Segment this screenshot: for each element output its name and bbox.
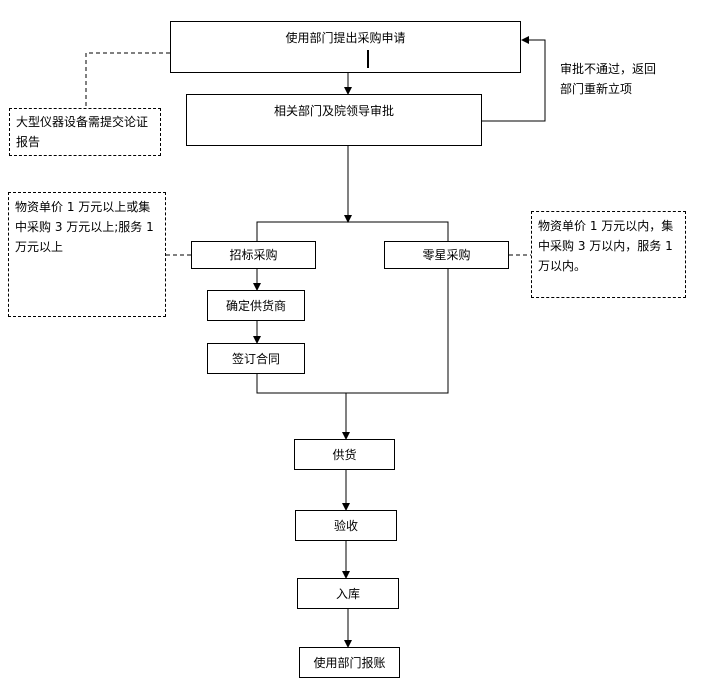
step-supplier: 确定供货商 bbox=[207, 290, 305, 321]
note-reject: 审批不通过，返回部门重新立项 bbox=[560, 59, 660, 99]
demonstration-dash bbox=[85, 52, 170, 108]
note-tender-condition: 物资单价 1 万元以上或集中采购 3 万元以上;服务 1 万元以上 bbox=[8, 192, 166, 317]
step-retail-label: 零星采购 bbox=[422, 248, 471, 262]
note-retail-condition-text: 物资单价 1 万元以内，集中采购 3 万以内，服务 1 万以内。 bbox=[538, 219, 674, 273]
note-reject-text: 审批不通过，返回部门重新立项 bbox=[560, 62, 657, 96]
step-supply: 供货 bbox=[294, 439, 395, 470]
branch-line bbox=[256, 221, 449, 241]
step-retail: 零星采购 bbox=[384, 241, 509, 269]
note-demonstration-text: 大型仪器设备需提交论证报告 bbox=[16, 115, 149, 149]
step-supplier-label: 确定供货商 bbox=[225, 298, 286, 313]
note-retail-condition: 物资单价 1 万元以内，集中采购 3 万以内，服务 1 万以内。 bbox=[531, 211, 686, 298]
step-apply: 使用部门提出采购申请 bbox=[170, 21, 521, 73]
step-apply-label: 使用部门提出采购申请 bbox=[285, 31, 406, 45]
step-reimburse-label: 使用部门报账 bbox=[313, 655, 386, 670]
reject-loop-line bbox=[482, 36, 546, 122]
step-store: 入库 bbox=[297, 578, 399, 609]
text-cursor bbox=[367, 50, 369, 68]
step-tender: 招标采购 bbox=[191, 241, 316, 269]
step-accept: 验收 bbox=[295, 510, 397, 541]
step-tender-label: 招标采购 bbox=[229, 248, 278, 262]
step-store-label: 入库 bbox=[335, 586, 360, 601]
step-approve-label: 相关部门及院领导审批 bbox=[273, 104, 394, 118]
merge-line bbox=[256, 269, 449, 394]
step-accept-label: 验收 bbox=[333, 518, 358, 533]
note-tender-condition-text: 物资单价 1 万元以上或集中采购 3 万元以上;服务 1 万元以上 bbox=[15, 200, 154, 254]
note-demonstration: 大型仪器设备需提交论证报告 bbox=[9, 108, 161, 156]
step-contract: 签订合同 bbox=[207, 343, 305, 374]
step-contract-label: 签订合同 bbox=[231, 351, 280, 366]
step-supply-label: 供货 bbox=[332, 447, 357, 462]
step-approve: 相关部门及院领导审批 bbox=[186, 94, 482, 146]
step-reimburse: 使用部门报账 bbox=[299, 647, 400, 678]
